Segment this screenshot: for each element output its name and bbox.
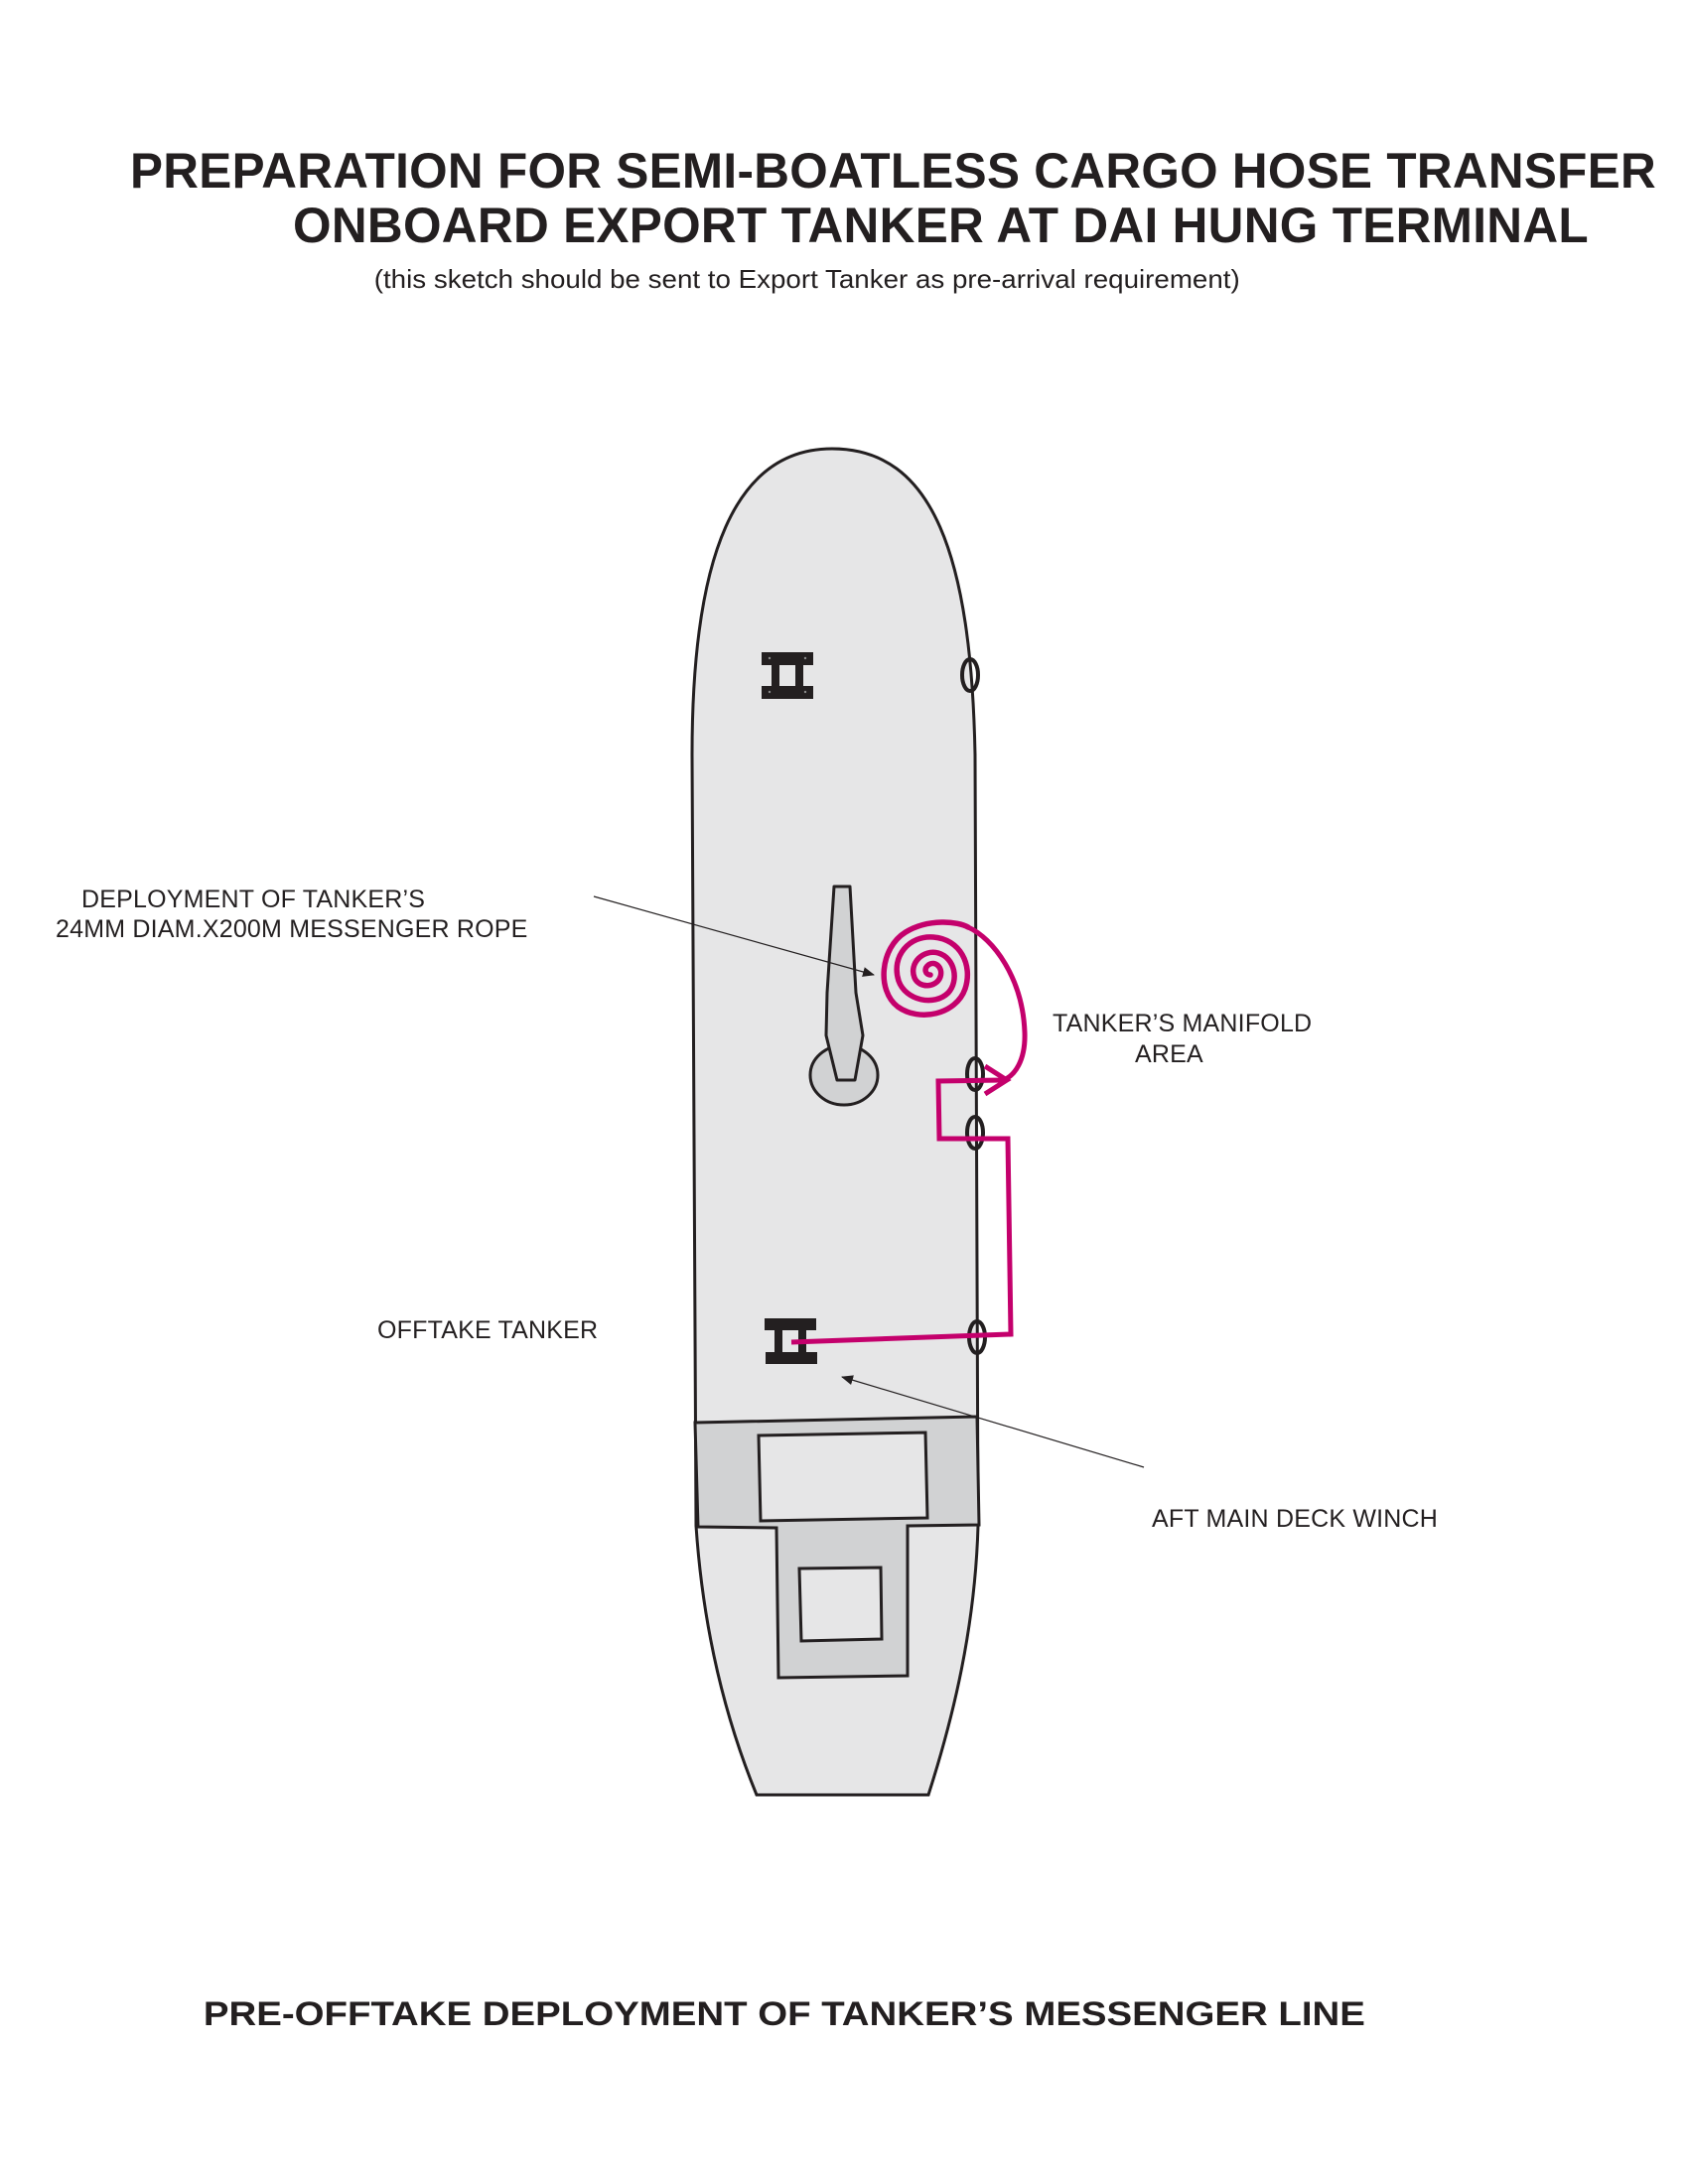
messenger-line bbox=[790, 924, 1028, 1345]
leader-line-aft-winch bbox=[841, 1375, 1145, 1468]
aft-main-deck-winch-label: AFT MAIN DECK WINCH bbox=[1152, 1505, 1439, 1533]
deck-crane-icon bbox=[808, 885, 880, 1107]
messenger-rope-label-line-2: 24MM DIAM.X200M MESSENGER ROPE bbox=[56, 915, 528, 943]
page-subtitle: (this sketch should be sent to Export Ta… bbox=[373, 264, 1240, 294]
deckhouse-icon bbox=[693, 1415, 981, 1680]
manifold-area-label-line-2: AREA bbox=[1135, 1040, 1203, 1068]
page-title-line-1: PREPARATION FOR SEMI-BOATLESS CARGO HOSE… bbox=[130, 143, 1656, 199]
fairlead-icon bbox=[960, 657, 980, 693]
forward-winch-icon bbox=[762, 652, 813, 699]
page-title-line-2: ONBOARD EXPORT TANKER AT DAI HUNG TERMIN… bbox=[293, 198, 1589, 253]
fairlead-icon bbox=[965, 1056, 985, 1092]
fairlead-icon bbox=[965, 1115, 985, 1151]
offtake-tanker-label: OFFTAKE TANKER bbox=[377, 1316, 599, 1344]
diagram-caption: PRE-OFFTAKE DEPLOYMENT OF TANKER’S MESSE… bbox=[203, 1995, 1365, 2033]
messenger-rope-label-line-1: DEPLOYMENT OF TANKER’S bbox=[81, 886, 426, 913]
manifold-area-label-line-1: TANKER’S MANIFOLD bbox=[1053, 1010, 1313, 1037]
leader-line-messenger-rope bbox=[593, 895, 875, 977]
rope-coil-spiral-icon bbox=[881, 919, 971, 1018]
